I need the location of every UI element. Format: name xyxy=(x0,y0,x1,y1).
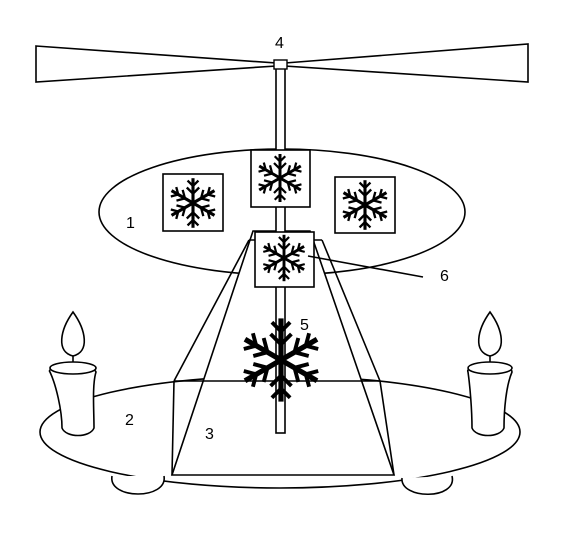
label-4: 4 xyxy=(275,35,284,52)
snowflake-card-right xyxy=(334,176,396,234)
label-6: 6 xyxy=(440,268,449,285)
propeller-blade-left xyxy=(35,45,277,83)
snowflake-card-center xyxy=(250,149,311,208)
flame-icon xyxy=(60,310,86,357)
flame-icon xyxy=(477,310,503,357)
candle-left xyxy=(49,310,97,437)
propeller-blade-right xyxy=(284,43,529,83)
label-1: 1 xyxy=(126,215,135,232)
label-2: 2 xyxy=(125,412,134,429)
foot-left xyxy=(111,475,165,495)
candle-right xyxy=(467,310,513,437)
snowflake-card-front xyxy=(254,231,315,288)
label-5: 5 xyxy=(300,317,309,334)
leader-line-6 xyxy=(307,255,424,278)
propeller-hub xyxy=(273,59,288,70)
snowflake-card-left xyxy=(162,173,224,232)
foot-right xyxy=(401,475,453,495)
label-3: 3 xyxy=(205,426,214,443)
